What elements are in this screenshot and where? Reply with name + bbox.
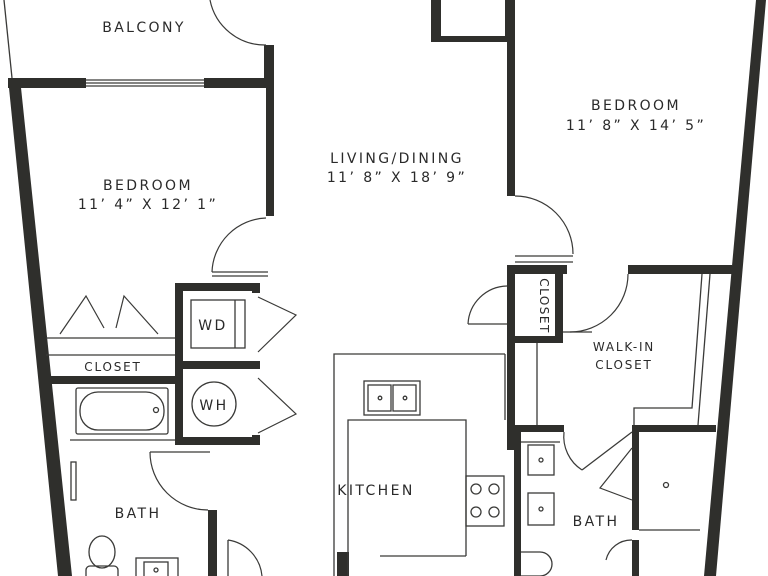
closet2-right-wall	[555, 270, 563, 340]
walls	[8, 0, 766, 576]
room-labels: BALCONY BEDROOM 11’ 4” X 12’ 1” LIVING/D…	[78, 20, 706, 530]
toilet-1	[88, 535, 116, 569]
living-dining-size: 11’ 8” X 18’ 9”	[327, 170, 467, 186]
bedroom2-left-wall	[507, 0, 515, 196]
bath1-label: BATH	[115, 506, 162, 522]
utility-right-wall-top	[252, 283, 260, 293]
closet1-bifold-right	[115, 294, 159, 335]
bath2-left-wall	[514, 425, 521, 576]
utility-mid-wall	[175, 361, 260, 369]
balcony-post	[264, 45, 274, 88]
bedroom2-name: BEDROOM	[591, 98, 681, 114]
bath2-inner-wall-lower	[632, 540, 639, 576]
bath2-top-wall-left	[514, 425, 564, 432]
living-dining-name: LIVING/DINING	[330, 151, 464, 167]
left-exterior-wall	[8, 78, 72, 576]
kitchen-lower-stub	[337, 552, 349, 576]
kitchen-sink	[363, 380, 421, 416]
utility-bottom-wall	[175, 437, 260, 445]
closet2-left-wall	[507, 265, 515, 450]
bath2-inner-wall	[632, 425, 639, 530]
closet2-bottom-wall	[507, 336, 563, 343]
vanity-sink-1	[527, 444, 555, 476]
bath2-label: BATH	[573, 514, 620, 530]
washer-dryer-label: WD	[198, 318, 227, 334]
fixtures	[85, 299, 670, 576]
right-exterior-wall	[704, 0, 766, 576]
doors	[59, 0, 633, 576]
top-column-base	[431, 36, 511, 42]
kitchen-label: KITCHEN	[337, 483, 414, 499]
bedroom1-right-wall	[266, 88, 274, 216]
bedroom-top-wall-right	[204, 78, 274, 88]
utility-top-wall	[175, 283, 260, 291]
balcony-label: BALCONY	[102, 20, 186, 36]
bedroom1-size: 11’ 4” X 12’ 1”	[78, 197, 218, 213]
closet2-label: CLOSET	[537, 278, 551, 334]
water-heater-label: WH	[199, 398, 228, 414]
washer-dryer-box	[190, 299, 246, 349]
bedroom-top-wall-left	[8, 78, 86, 88]
bedroom2-bottom-wall-left	[507, 265, 567, 274]
closet1-label: CLOSET	[84, 360, 141, 374]
bedroom2-size: 11’ 8” X 14’ 5”	[566, 118, 706, 134]
vanity-sink-2	[527, 492, 555, 526]
walk-in-closet-line1: WALK-IN	[593, 340, 655, 354]
walk-in-closet-line2: CLOSET	[595, 358, 652, 372]
utility-right-wall-bottom	[252, 435, 260, 445]
top-column	[431, 0, 441, 42]
thin-lines	[3, 0, 711, 576]
bedroom1-name: BEDROOM	[103, 178, 193, 194]
bath1-right-wall	[208, 510, 217, 576]
water-heater-circle	[191, 381, 237, 427]
bath2-top-wall-right	[632, 425, 716, 432]
closet1-bottom-wall	[42, 376, 183, 384]
closet1-bifold-left	[59, 294, 105, 335]
bedroom2-bottom-wall	[628, 265, 732, 274]
